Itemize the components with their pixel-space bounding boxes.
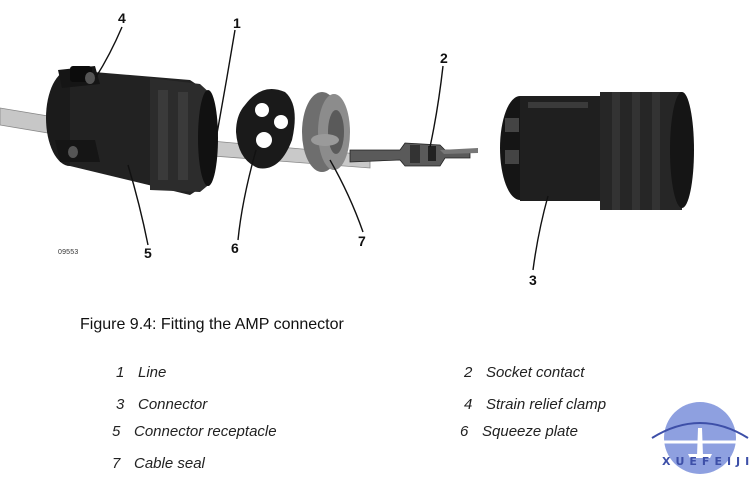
callout-7: 7 xyxy=(358,233,366,249)
legend-number: 4 xyxy=(464,396,473,413)
legend-label: Socket contact xyxy=(486,364,585,381)
callout-1: 1 xyxy=(233,15,241,31)
figure-code: 09553 xyxy=(58,249,79,256)
legend-number: 3 xyxy=(116,396,125,413)
legend-label: Squeeze plate xyxy=(482,423,578,440)
legend-number: 6 xyxy=(460,423,469,440)
connector-receptacle xyxy=(46,66,218,195)
legend-item: 1 Line xyxy=(116,364,166,381)
legend-label: Strain relief clamp xyxy=(486,396,607,413)
legend-item: 6 Squeeze plate xyxy=(460,423,578,440)
squeeze-plate xyxy=(236,88,295,169)
leader-lines xyxy=(95,26,549,271)
callout-2: 2 xyxy=(440,50,448,66)
figure-caption: Figure 9.4: Fitting the AMP connector xyxy=(80,316,344,333)
callout-3: 3 xyxy=(529,272,537,288)
callout-6: 6 xyxy=(231,240,239,256)
legend-number: 5 xyxy=(112,423,121,440)
callout-4: 4 xyxy=(118,10,126,26)
legend-label: Line xyxy=(138,364,167,381)
legend-number: 1 xyxy=(116,364,125,381)
legend-item: 2 Socket contact xyxy=(464,364,584,381)
legend-item: 5 Connector receptacle xyxy=(112,423,277,440)
legend-label: Connector receptacle xyxy=(134,423,277,440)
legend-number: 2 xyxy=(464,364,473,381)
airplane-logo-icon xyxy=(651,402,749,474)
callout-5: 5 xyxy=(144,245,152,261)
connector-body xyxy=(500,92,694,210)
legend-label: Connector xyxy=(138,396,208,413)
legend-label: Cable seal xyxy=(134,455,205,472)
legend-number: 7 xyxy=(112,455,121,472)
watermark-text: XUEFEIJI xyxy=(662,455,755,468)
socket-contact xyxy=(349,142,478,167)
legend-item: 4 Strain relief clamp xyxy=(464,396,606,413)
legend-item: 3 Connector xyxy=(116,396,207,413)
legend-item: 7 Cable seal xyxy=(112,455,205,472)
cable-seal xyxy=(302,92,350,172)
